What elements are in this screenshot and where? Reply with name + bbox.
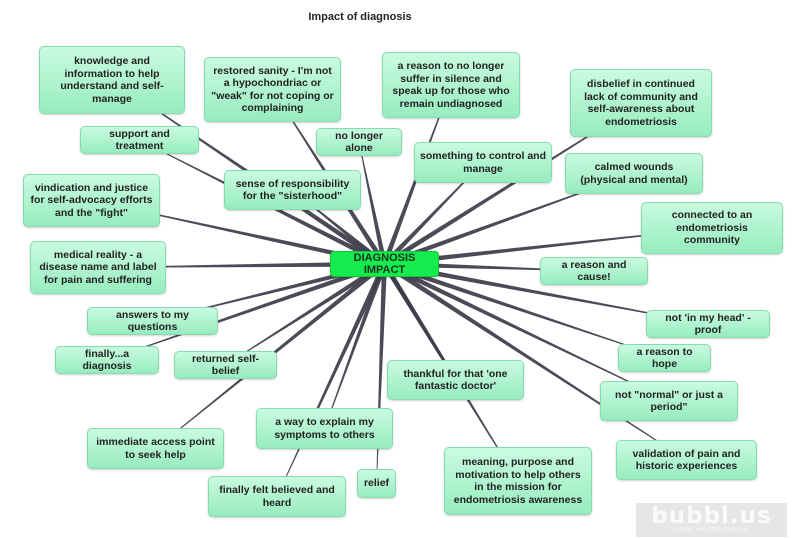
node-reason-hope[interactable]: a reason to hope [618, 344, 711, 372]
node-answers[interactable]: answers to my questions [87, 307, 218, 335]
node-suffer-silence[interactable]: a reason to no longer suffer in silence … [382, 52, 520, 118]
node-fantastic-doctor[interactable]: thankful for that 'one fantastic doctor' [387, 360, 524, 400]
connector-hope [383, 261, 665, 359]
connector-explain [324, 263, 387, 429]
node-not-normal[interactable]: not "normal" or just a period" [600, 381, 738, 421]
node-meaning-purpose[interactable]: meaning, purpose and motivation to help … [444, 447, 592, 515]
connector-medical [98, 261, 385, 268]
bubblus-watermark[interactable]: bubbl.us created with https://bubbl.us [636, 503, 787, 537]
node-support-treatment[interactable]: support and treatment [80, 126, 199, 154]
node-disbelief[interactable]: disbelief in continued lack of community… [570, 69, 712, 137]
connector-alone [358, 141, 387, 265]
connector-calmed [383, 173, 635, 267]
node-explain-symptoms[interactable]: a way to explain my symptoms to others [256, 408, 393, 449]
connector-relief [376, 263, 388, 484]
center-node-diagnosis-impact[interactable]: DIAGNOSIS IMPACT [330, 251, 439, 277]
node-knowledge[interactable]: knowledge and information to help unders… [39, 46, 185, 114]
bubblus-logo: bubbl.us [651, 503, 772, 529]
node-believed[interactable]: finally felt believed and heard [208, 476, 346, 517]
node-finally-diagnosis[interactable]: finally...a diagnosis [55, 346, 159, 374]
node-self-belief[interactable]: returned self-belief [174, 351, 277, 379]
connector-vindication [91, 200, 386, 267]
connector-control [382, 162, 484, 266]
connector-finally-diagnosis [106, 261, 386, 361]
connector-answers [152, 261, 386, 322]
diagram-title: Impact of diagnosis [308, 11, 412, 23]
node-reason-cause[interactable]: a reason and cause! [540, 257, 648, 285]
node-no-longer-alone[interactable]: no longer alone [316, 128, 402, 156]
node-not-in-my-head[interactable]: not 'in my head' - proof [646, 310, 770, 338]
connector-head [384, 261, 709, 325]
node-vindication[interactable]: vindication and justice for self-advocac… [23, 174, 160, 227]
node-calmed-wounds[interactable]: calmed wounds (physical and mental) [565, 153, 703, 194]
node-connected-community[interactable]: connected to an endometriosis community [641, 202, 783, 254]
node-sisterhood[interactable]: sense of responsibility for the "sisterh… [224, 170, 361, 210]
connector-disbelief [383, 102, 642, 267]
node-medical-reality[interactable]: medical reality - a disease name and lab… [30, 241, 166, 294]
connector-normal [383, 261, 670, 402]
node-relief[interactable]: relief [357, 469, 396, 498]
node-validation[interactable]: validation of pain and historic experien… [616, 440, 757, 480]
connector-connected [384, 227, 712, 267]
node-restored-sanity[interactable]: restored sanity - I'm not a hypochondria… [204, 57, 341, 122]
node-access-point[interactable]: immediate access point to seek help [87, 428, 224, 469]
node-control-manage[interactable]: something to control and manage [414, 142, 552, 183]
bubblus-credit: created with https://bubbl.us [674, 527, 749, 533]
connector-self-belief [225, 261, 386, 366]
